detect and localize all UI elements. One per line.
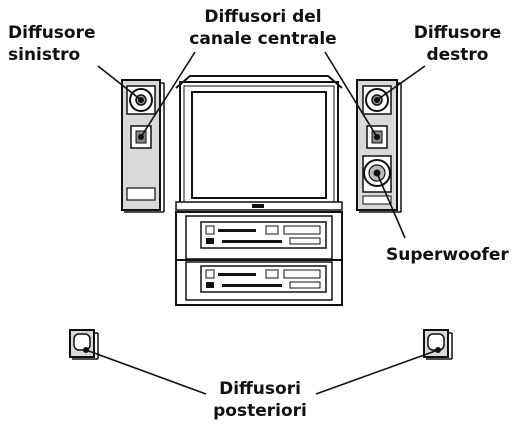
- leader-right-speaker: [376, 65, 426, 101]
- label-right-speaker-line1: Diffusore: [413, 23, 502, 43]
- label-left-speaker: Diffusore sinistro: [8, 22, 96, 66]
- label-left-speaker-line2: sinistro: [8, 45, 81, 65]
- leader-rear-left: [85, 349, 207, 395]
- vcr-lower: [200, 265, 327, 293]
- label-right-speaker: Diffusore destro: [405, 22, 510, 66]
- label-right-speaker-line2: destro: [426, 45, 489, 65]
- leader-superwoofer: [376, 172, 406, 239]
- rear-speaker-left: [69, 329, 99, 360]
- label-superwoofer: Superwoofer: [386, 244, 509, 266]
- leader-center-right: [324, 51, 378, 138]
- label-rear-speakers: Diffusori posteriori: [200, 378, 320, 422]
- television: [175, 75, 343, 211]
- label-rear-speakers-line1: Diffusori: [219, 379, 301, 399]
- leader-rear-right: [315, 349, 439, 395]
- vcr-upper: [200, 221, 327, 249]
- label-center-channel-line1: Diffusori del: [204, 7, 322, 27]
- label-left-speaker-line1: Diffusore: [8, 23, 96, 43]
- leader-center-left: [140, 51, 196, 138]
- label-superwoofer-text: Superwoofer: [386, 245, 509, 265]
- rear-speaker-right: [423, 329, 453, 360]
- leader-lines: [85, 51, 439, 395]
- label-center-channel-line2: canale centrale: [189, 29, 337, 49]
- label-center-channel: Diffusori del canale centrale: [158, 6, 368, 50]
- leader-left-speaker: [97, 65, 142, 101]
- leader-dots: [138, 97, 380, 176]
- label-rear-speakers-line2: posteriori: [213, 401, 307, 421]
